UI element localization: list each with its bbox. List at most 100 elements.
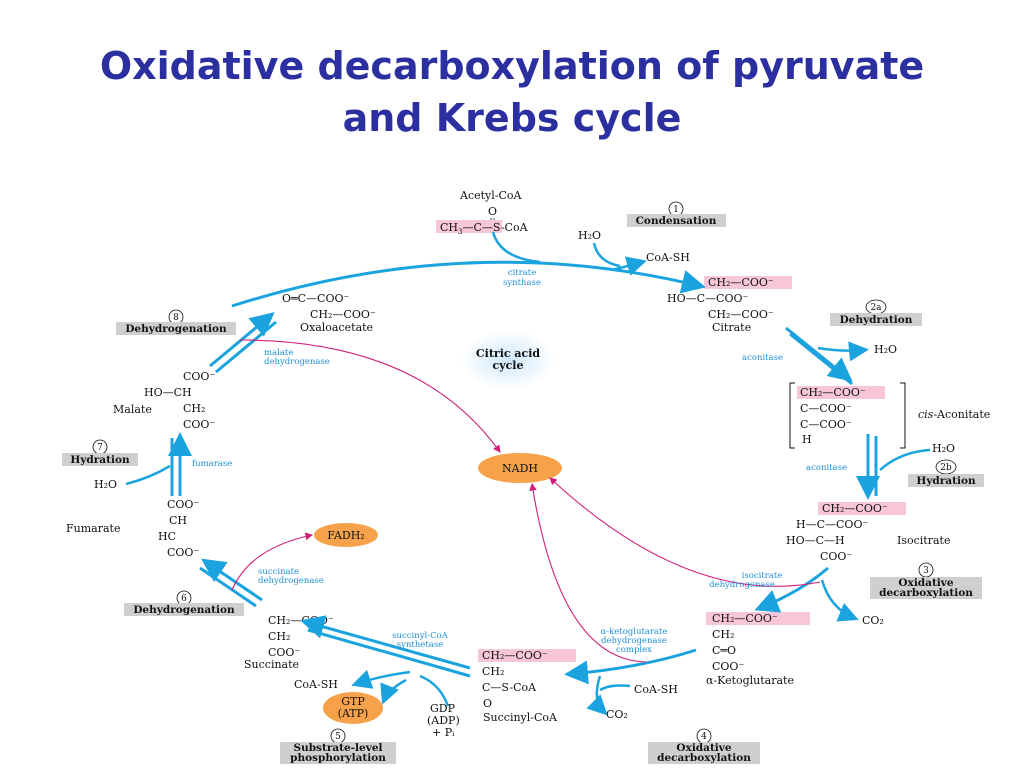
- malate-name: Malate: [113, 403, 152, 416]
- step-3-box: [870, 577, 982, 599]
- enzyme-aconitase-2: aconitase: [806, 463, 847, 473]
- step-1-label: Condensation: [636, 215, 717, 227]
- arrow-gdp-in: [419, 674, 450, 707]
- co2-step4: CO₂: [606, 708, 628, 721]
- fumarate-r2: CH: [169, 514, 187, 527]
- step-5-num: 5: [335, 732, 341, 742]
- acetyl-coa-o: O: [488, 205, 497, 218]
- isocitrate-r3: HO—C—H: [786, 534, 845, 547]
- malate-r1: COO⁻: [183, 370, 215, 383]
- isocitrate-name: Isocitrate: [897, 534, 950, 547]
- center-label-line-1: Citric acid: [476, 347, 541, 360]
- fadh2-oval: [314, 523, 378, 547]
- h2o-hydration-7: H₂O: [94, 478, 117, 491]
- co2-step3: CO₂: [862, 614, 884, 627]
- acetyl-coa-formula: CH3—C—S-CoA: [440, 221, 529, 236]
- nadh-arrow-mdh: [239, 339, 501, 453]
- fumarate-name: Fumarate: [66, 522, 120, 535]
- succinate-r1: CH₂—COO⁻: [268, 614, 334, 627]
- cis-aconitate-r4: H: [802, 433, 812, 446]
- citrate-highlight: [704, 276, 792, 289]
- arrow-step4: [564, 648, 697, 685]
- succinylcoa-r2: CH₂: [482, 665, 504, 678]
- gdp-line-2: (ADP): [427, 714, 460, 727]
- cis-aconitate-r1: CH₂—COO⁻: [800, 386, 866, 399]
- citrate-name: Citrate: [712, 321, 751, 334]
- isocitrate-r1: CH₂—COO⁻: [822, 502, 888, 515]
- cis-aconitate-bracket-left: [789, 382, 795, 449]
- cis-aconitate-bracket-right: [900, 382, 906, 449]
- nadh-oval: [478, 453, 562, 483]
- cis-aconitate-r2: C—COO⁻: [800, 402, 852, 415]
- oxaloacetate-r2: CH₂—COO⁻: [310, 308, 376, 321]
- step-3-label-2: decarboxylation: [879, 587, 973, 599]
- akg-r1: CH₂—COO⁻: [712, 612, 778, 625]
- step-2a-box: [830, 313, 922, 326]
- gtp-label-1: GTP: [341, 695, 365, 708]
- fumarate-r4: COO⁻: [167, 546, 199, 559]
- enzyme-aconitase-1: aconitase: [742, 353, 783, 363]
- fumarate-r3: HC: [158, 530, 176, 543]
- step-7-label: Hydration: [70, 454, 130, 466]
- cis-aconitate-name: cis-Aconitate: [918, 408, 990, 421]
- arrow-h2o-out: [817, 341, 869, 362]
- succinate-r3: COO⁻: [268, 646, 300, 659]
- acetyl-coa-name: Acetyl-CoA: [459, 189, 523, 202]
- gtp-label-2: (ATP): [338, 707, 369, 720]
- step-5-label-1: Substrate-level: [294, 742, 383, 754]
- succinylcoa-r1: CH₂—COO⁻: [482, 649, 548, 662]
- step-1-box: [627, 214, 726, 227]
- arrow-step3: [754, 566, 829, 613]
- akg-r2: CH₂: [712, 628, 734, 641]
- enzyme-mdh-2: dehydrogenase: [264, 357, 330, 367]
- center-glow: [460, 330, 556, 390]
- step-7-box: [62, 453, 138, 466]
- step-7-num: 7: [97, 443, 103, 453]
- arrow-step6: [201, 558, 263, 602]
- arrow-aconitase-1: [785, 326, 853, 382]
- arrow-coash-out-5: [351, 669, 411, 689]
- oxaloacetate-name: Oxaloacetate: [300, 321, 373, 334]
- akg-name: α-Ketoglutarate: [706, 674, 794, 687]
- step-2b-box: [908, 474, 984, 487]
- enzyme-akgdh-2: dehydrogenase: [601, 636, 667, 646]
- page-title: Oxidative decarboxylation of pyruvate an…: [0, 40, 1024, 144]
- arrow-step5: [300, 615, 471, 670]
- fadh2-label: FADH₂: [327, 529, 364, 542]
- enzyme-icdh-1: isocitrate: [742, 571, 783, 581]
- citrate-r3: CH₂—COO⁻: [708, 308, 774, 321]
- h2o-hydration: H₂O: [932, 442, 955, 455]
- enzyme-citrate-synthase-2: synthase: [503, 278, 541, 288]
- gtp-oval: [323, 692, 383, 724]
- succinylcoa-r3: C—S-CoA: [482, 681, 537, 694]
- arrow-coash-in-4: [599, 684, 631, 692]
- enzyme-scs-2: synthetase: [397, 640, 443, 650]
- step-2a-label: Dehydration: [840, 314, 913, 326]
- akg-r4: COO⁻: [712, 660, 744, 673]
- nadh-label: NADH: [502, 462, 538, 475]
- step-8-num: 8: [173, 313, 179, 323]
- enzyme-sdh-1: succinate: [258, 567, 299, 577]
- arrow-acetyl-in: [491, 231, 541, 264]
- step-6-box: [124, 603, 244, 616]
- arrow-h2o-in-7: [125, 464, 171, 486]
- nadh-arrow-akgdh: [529, 482, 647, 663]
- oxaloacetate-r1: O═C—COO⁻: [282, 292, 350, 305]
- step-4-box: [648, 742, 760, 764]
- succinate-name: Succinate: [244, 658, 299, 671]
- coash-condensation: CoA-SH: [646, 251, 690, 264]
- enzyme-sdh-2: dehydrogenase: [258, 576, 324, 586]
- step-8-label: Dehydrogenation: [125, 323, 227, 335]
- title-line-1: Oxidative decarboxylation of pyruvate: [99, 44, 925, 88]
- citrate-r1: CH₂—COO⁻: [708, 276, 774, 289]
- succinylcoa-highlight: [478, 649, 576, 662]
- akg-r3: C═O: [712, 644, 736, 657]
- h2o-condensation: H₂O: [578, 229, 601, 242]
- cis-aconitate-r3: C—COO⁻: [800, 418, 852, 431]
- arrow-coash-out: [611, 256, 647, 276]
- step-3-label-1: Oxidative: [898, 577, 953, 589]
- step-2a-num: 2a: [870, 303, 882, 313]
- akg-highlight: [706, 612, 810, 625]
- citrate-r2: HO—C—COO⁻: [667, 292, 748, 305]
